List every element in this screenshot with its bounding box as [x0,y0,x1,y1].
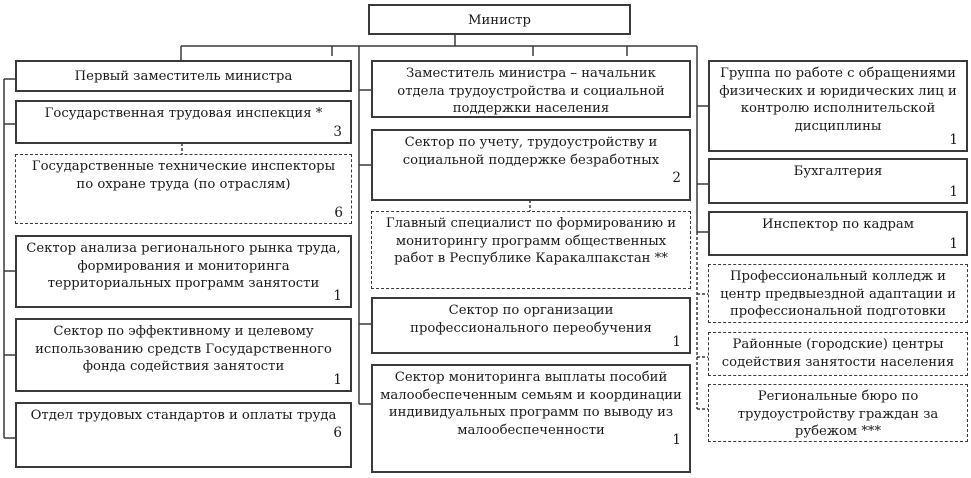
hr-inspector-box[interactable]: Инспектор по кадрам 1 [708,211,968,256]
unemployed-support-sector-box[interactable]: Сектор по учету, трудоустройству и социа… [371,129,691,201]
box-label: Государственные технические инспекторы п… [31,159,336,192]
box-label: Сектор по учету, трудоустройству и социа… [402,135,660,168]
state-labor-inspection-box[interactable]: Государственная трудовая инспекция * 3 [15,100,352,144]
box-label: Заместитель министра – начальник отдела … [397,66,665,116]
box-label: Инспектор по кадрам [761,217,915,232]
public-works-specialist-box[interactable]: Главный специалист по формированию и мон… [371,211,691,289]
deputy-minister-employment-box[interactable]: Заместитель министра – начальник отдела … [371,60,691,118]
professional-college-box[interactable]: Профессиональный колледж и центр предвые… [708,264,968,323]
staff-count: 1 [949,235,958,252]
box-label: Первый заместитель министра [74,69,293,84]
district-employment-centers-box[interactable]: Районные (городские) центры содействия з… [708,332,968,376]
retraining-sector-box[interactable]: Сектор по организации профессионального … [371,297,691,354]
box-label: Сектор мониторинга выплаты пособий малоо… [380,370,682,438]
box-label: Сектор по организации профессионального … [410,303,652,336]
technical-inspectors-box[interactable]: Государственные технические инспекторы п… [15,154,352,224]
first-deputy-minister-box[interactable]: Первый заместитель министра [15,60,352,92]
staff-count: 1 [333,371,342,388]
citizen-appeals-group-box[interactable]: Группа по работе с обращениями физически… [708,60,968,152]
box-label: Сектор анализа регионального рынка труда… [26,241,341,291]
box-label: Главный специалист по формированию и мон… [385,216,677,266]
box-label: Группа по работе с обращениями физически… [719,66,957,134]
staff-count: 3 [333,123,342,140]
staff-count: 1 [333,287,342,304]
box-label: Районные (городские) центры содействия з… [721,337,955,370]
minister-box[interactable]: Министр [368,4,631,35]
staff-count: 1 [949,131,958,148]
box-label: Бухгалтерия [793,164,883,179]
minister-label: Министр [468,13,531,28]
box-label: Отдел трудовых стандартов и оплаты труда [30,408,337,423]
box-label: Профессиональный колледж и центр предвые… [720,269,956,319]
staff-count: 6 [333,425,342,441]
regional-labor-market-sector-box[interactable]: Сектор анализа регионального рынка труда… [15,235,352,308]
staff-count: 1 [672,431,681,448]
box-label: Региональные бюро по трудоустройству гра… [737,389,939,439]
regional-bureaus-abroad-box[interactable]: Региональные бюро по трудоустройству гра… [708,384,968,442]
low-income-monitoring-sector-box[interactable]: Сектор мониторинга выплаты пособий малоо… [371,364,691,473]
box-label: Сектор по эффективному и целевому исполь… [35,324,332,374]
box-label: Государственная трудовая инспекция * [44,106,323,121]
labor-standards-department-box[interactable]: Отдел трудовых стандартов и оплаты труда… [15,402,352,468]
staff-count: 6 [334,204,343,221]
staff-count: 1 [949,183,958,200]
employment-fund-sector-box[interactable]: Сектор по эффективному и целевому исполь… [15,318,352,392]
staff-count: 1 [672,333,681,350]
accounting-box[interactable]: Бухгалтерия 1 [708,158,968,204]
staff-count: 2 [672,169,681,186]
